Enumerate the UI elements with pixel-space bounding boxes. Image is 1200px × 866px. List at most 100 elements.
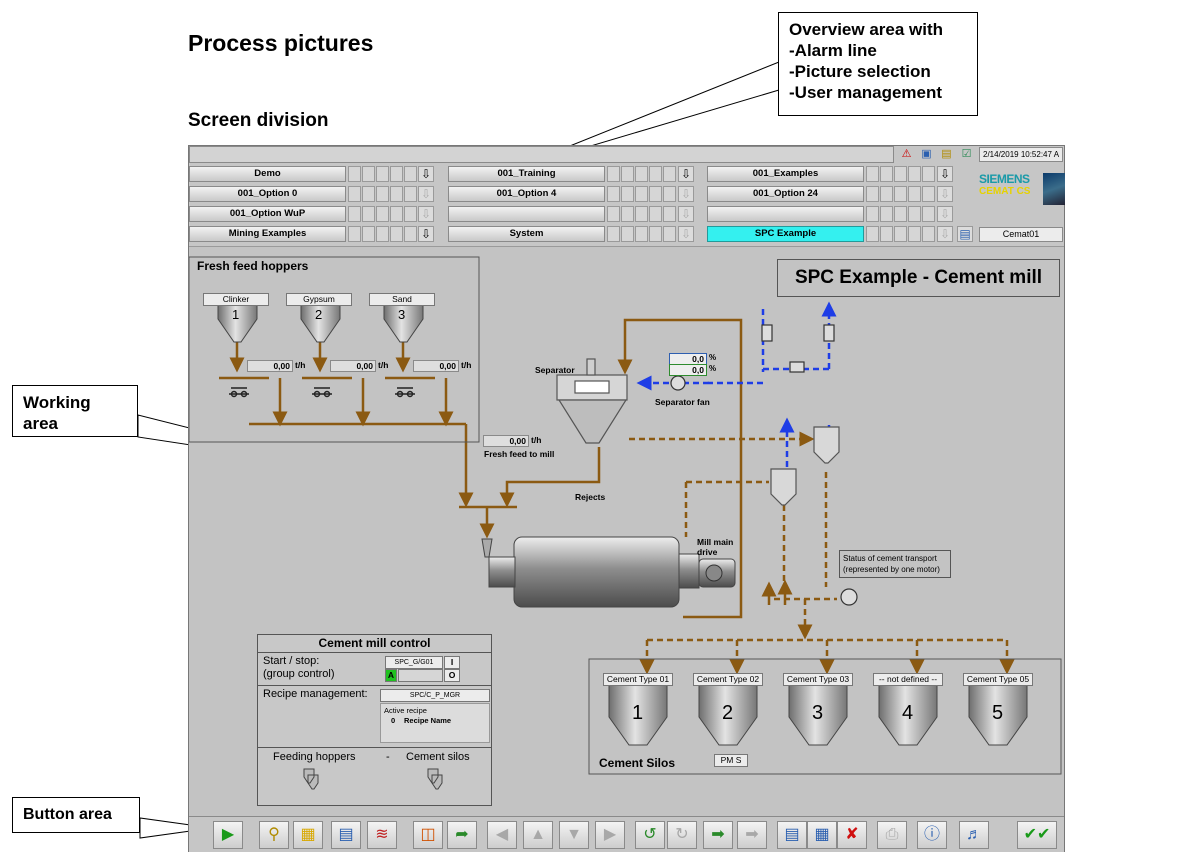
arrow-down-icon[interactable]: ⇩ <box>678 166 694 182</box>
recipe-box[interactable]: Active recipe 0 Recipe Name <box>380 703 490 743</box>
nav-button[interactable]: System <box>448 226 605 242</box>
sound-icon[interactable]: ♬ <box>959 821 989 849</box>
doc-subtitle: Screen division <box>188 110 329 131</box>
overview-icon[interactable]: ▦ <box>293 821 323 849</box>
report-icon[interactable]: ▤ <box>331 821 361 849</box>
logo-image <box>1043 173 1065 205</box>
status-cell <box>880 226 893 242</box>
silo-number: 1 <box>632 702 644 724</box>
folder-icon[interactable]: ▤ <box>941 148 952 160</box>
nav-button[interactable]: 001_Option 4 <box>448 186 605 202</box>
arrow-down-icon[interactable]: ⇩ <box>418 226 434 242</box>
status-cell <box>894 186 907 202</box>
picture-title: SPC Example - Cement mill <box>777 259 1060 297</box>
status-cell <box>376 166 389 182</box>
unit-label: t/h <box>461 360 472 370</box>
arrow-up-icon[interactable]: ▲ <box>523 821 553 849</box>
start-stop-label: Start / stop: <box>263 655 320 667</box>
arrow-right-icon[interactable]: ▶ <box>595 821 625 849</box>
arrow-down-icon[interactable]: ⇩ <box>937 206 953 222</box>
print-icon[interactable]: ⎙ <box>877 821 907 849</box>
key-icon[interactable]: ⚲ <box>259 821 289 849</box>
import-icon[interactable]: ➡ <box>703 821 733 849</box>
status-cell <box>376 226 389 242</box>
status-cell <box>880 206 893 222</box>
export-icon[interactable]: ➦ <box>447 821 477 849</box>
status-cell <box>404 206 417 222</box>
silo-number: 4 <box>902 702 914 724</box>
arrow-left-icon[interactable]: ◀ <box>487 821 517 849</box>
scada-screen: ⚠ ▣ ▤ ☑ 2/14/2019 10:52:47 A Demo ⇩ 001_… <box>188 145 1065 852</box>
nav-button[interactable] <box>448 206 605 222</box>
monitor-icon[interactable]: ▣ <box>921 148 932 160</box>
checklist-icon[interactable]: ☑ <box>961 148 972 160</box>
nav-button[interactable]: Demo <box>189 166 346 182</box>
trend-icon[interactable]: ≋ <box>367 821 397 849</box>
open-icon[interactable]: ▤ <box>777 821 807 849</box>
status-cell <box>362 226 375 242</box>
status-cell <box>404 166 417 182</box>
arrow-down-icon[interactable]: ▼ <box>559 821 589 849</box>
status-cell <box>922 186 935 202</box>
arrow-down-icon[interactable]: ⇩ <box>937 166 953 182</box>
stop-button[interactable]: O <box>444 669 460 682</box>
callout-line: -User management <box>789 83 943 102</box>
nav-button[interactable]: 001_Option WuP <box>189 206 346 222</box>
arrow-down-icon[interactable]: ⇩ <box>418 186 434 202</box>
nav-button[interactable]: 001_Training <box>448 166 605 182</box>
forward-icon[interactable]: ➡ <box>737 821 767 849</box>
play-icon[interactable]: ▶ <box>213 821 243 849</box>
alarm-line[interactable] <box>189 146 894 163</box>
nav-button[interactable]: 001_Option 0 <box>189 186 346 202</box>
status-cell <box>922 226 935 242</box>
status-cell <box>404 186 417 202</box>
hopper-label: Clinker <box>203 293 269 306</box>
nav-button-active[interactable]: SPC Example <box>707 226 864 242</box>
save-icon[interactable]: ▦ <box>807 821 837 849</box>
silo-number: 3 <box>812 702 824 724</box>
arrow-down-icon[interactable]: ⇩ <box>678 206 694 222</box>
delete-icon[interactable]: ✘ <box>837 821 867 849</box>
silo-label: Cement Type 03 <box>783 673 853 686</box>
start-button[interactable]: I <box>444 656 460 669</box>
arrow-down-icon[interactable]: ⇩ <box>418 206 434 222</box>
user-field[interactable]: Cemat01 <box>979 227 1063 242</box>
note-line: (represented by one motor) <box>843 565 940 574</box>
feeding-hoppers-icon[interactable] <box>302 767 322 795</box>
logo-product: CEMAT CS <box>979 186 1031 197</box>
active-recipe-label: Active recipe <box>384 706 427 715</box>
arrow-down-icon[interactable]: ⇩ <box>937 226 953 242</box>
status-cell <box>390 226 403 242</box>
recipe-label: Recipe management: <box>263 688 368 700</box>
hopper-number: 1 <box>232 307 240 322</box>
acknowledge-icon[interactable]: ✔✔ <box>1017 821 1057 849</box>
arrow-down-icon[interactable]: ⇩ <box>678 226 694 242</box>
cement-silos-icon[interactable] <box>426 767 446 795</box>
arrow-down-icon[interactable]: ⇩ <box>937 186 953 202</box>
nav-button[interactable] <box>707 206 864 222</box>
pms-tag[interactable]: PM S <box>714 754 748 767</box>
unit-label: % <box>709 364 717 373</box>
nav-button[interactable]: Mining Examples <box>189 226 346 242</box>
status-cell <box>621 186 634 202</box>
arrow-down-icon[interactable]: ⇩ <box>678 186 694 202</box>
alarm-warning-icon[interactable]: ⚠ <box>901 148 912 160</box>
refresh-icon[interactable]: ↺ <box>635 821 665 849</box>
hopper-number: 3 <box>398 307 406 322</box>
status-cell <box>649 186 662 202</box>
thermometer-icon[interactable]: ◫ <box>413 821 443 849</box>
status-cell <box>635 226 648 242</box>
status-cell <box>348 226 361 242</box>
unit-label: t/h <box>378 360 389 370</box>
status-cell <box>866 226 879 242</box>
user-icon[interactable]: ▤ <box>957 226 973 242</box>
transport-note: Status of cement transport (represented … <box>839 550 951 578</box>
status-cell <box>649 166 662 182</box>
datetime-display: 2/14/2019 10:52:47 A <box>979 147 1063 162</box>
arrow-down-icon[interactable]: ⇩ <box>418 166 434 182</box>
redo-icon[interactable]: ↻ <box>667 821 697 849</box>
nav-button[interactable]: 001_Option 24 <box>707 186 864 202</box>
nav-button[interactable]: 001_Examples <box>707 166 864 182</box>
info-icon[interactable]: ⓘ <box>917 821 947 849</box>
